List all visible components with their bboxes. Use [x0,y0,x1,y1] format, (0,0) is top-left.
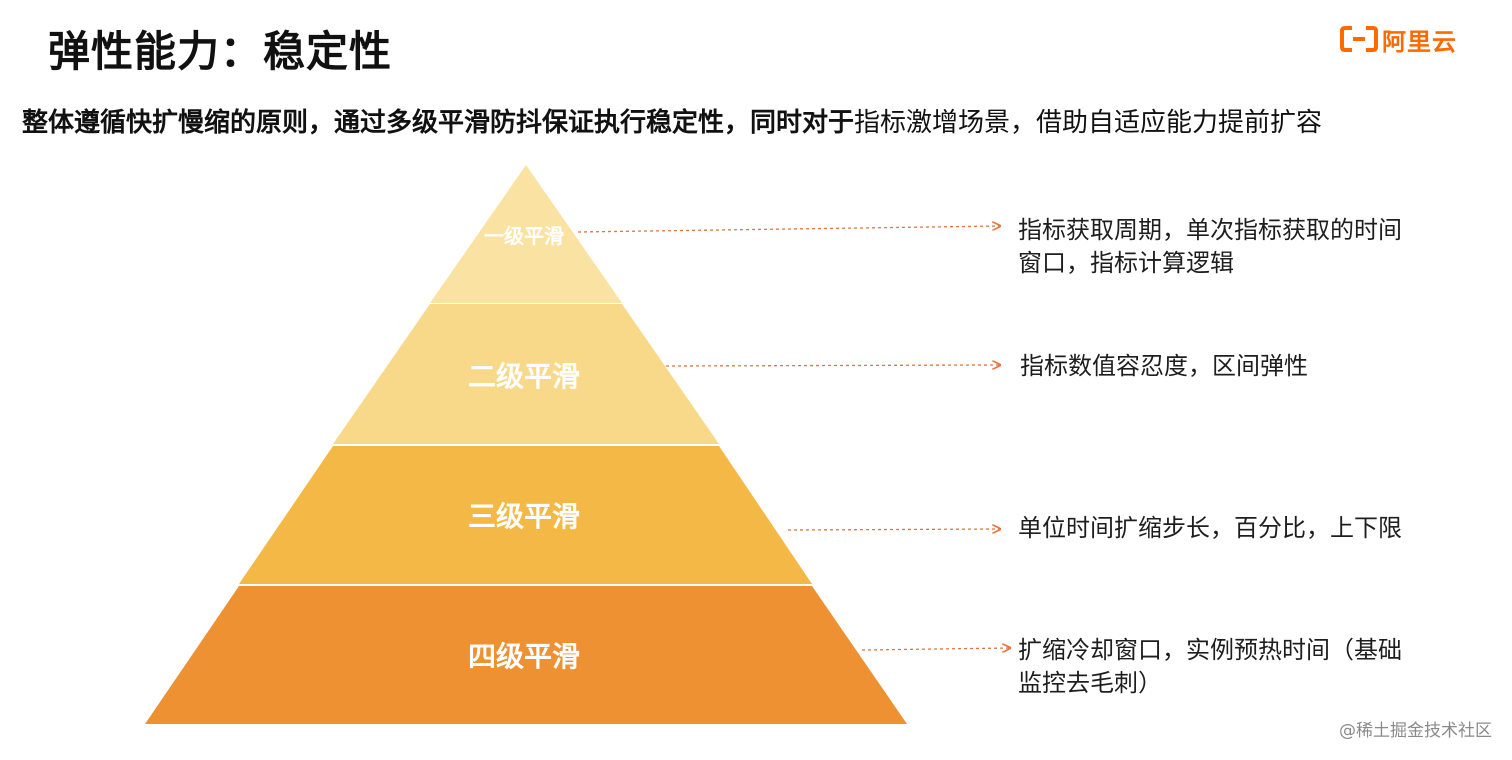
level-label-4: 四级平滑 [468,640,580,673]
pyramid-tier-2 [333,304,719,444]
level-description-4-line-2: 监控去毛刺） [1018,669,1162,697]
subtitle: 整体遵循快扩慢缩的原则，通过多级平滑防抖保证执行稳定性，同时对于指标激增场景，借… [22,102,1322,139]
subtitle-normal: 指标激增场景，借助自适应能力提前扩容 [854,108,1323,138]
subtitle-bold: 整体遵循快扩慢缩的原则，通过多级平滑防抖保证执行稳定性，同时对于 [22,108,855,138]
level-description-1-line-1: 指标获取周期，单次指标获取的时间 [1018,216,1402,244]
connector-line-1 [577,226,1000,233]
logo-text: 阿里云 [1382,27,1457,56]
aliyun-logo-icon [1340,26,1378,52]
pyramid-tier-3 [239,446,812,584]
connector-line-3 [787,529,1000,530]
level-description-1: 指标获取周期，单次指标获取的时间 窗口，指标计算逻辑 [1018,214,1402,280]
pyramid-tier-4 [145,586,907,724]
level-description-4-line-1: 扩缩冷却窗口，实例预热时间（基础 [1018,636,1402,664]
page-title: 弹性能力：稳定性 [48,27,393,76]
level-description-3: 单位时间扩缩步长，百分比，上下限 [1018,512,1402,545]
level-label-1: 一级平滑 [484,224,564,248]
watermark: @稀土掘金技术社区 [1339,721,1492,741]
level-label-3: 三级平滑 [468,500,580,533]
connector-line-4 [861,648,1010,650]
level-description-4: 扩缩冷却窗口，实例预热时间（基础 监控去毛刺） [1018,634,1402,700]
level-description-3-line-1: 单位时间扩缩步长，百分比，上下限 [1018,514,1402,542]
level-description-2-line-1: 指标数值容忍度，区间弹性 [1020,352,1308,380]
pyramid-tier-1 [430,165,622,303]
aliyun-logo: 阿里云 [1340,22,1457,56]
level-description-2: 指标数值容忍度，区间弹性 [1020,350,1308,383]
level-description-1-line-2: 窗口，指标计算逻辑 [1018,249,1234,277]
connector-line-2 [665,365,1000,366]
level-label-2: 二级平滑 [468,360,580,393]
